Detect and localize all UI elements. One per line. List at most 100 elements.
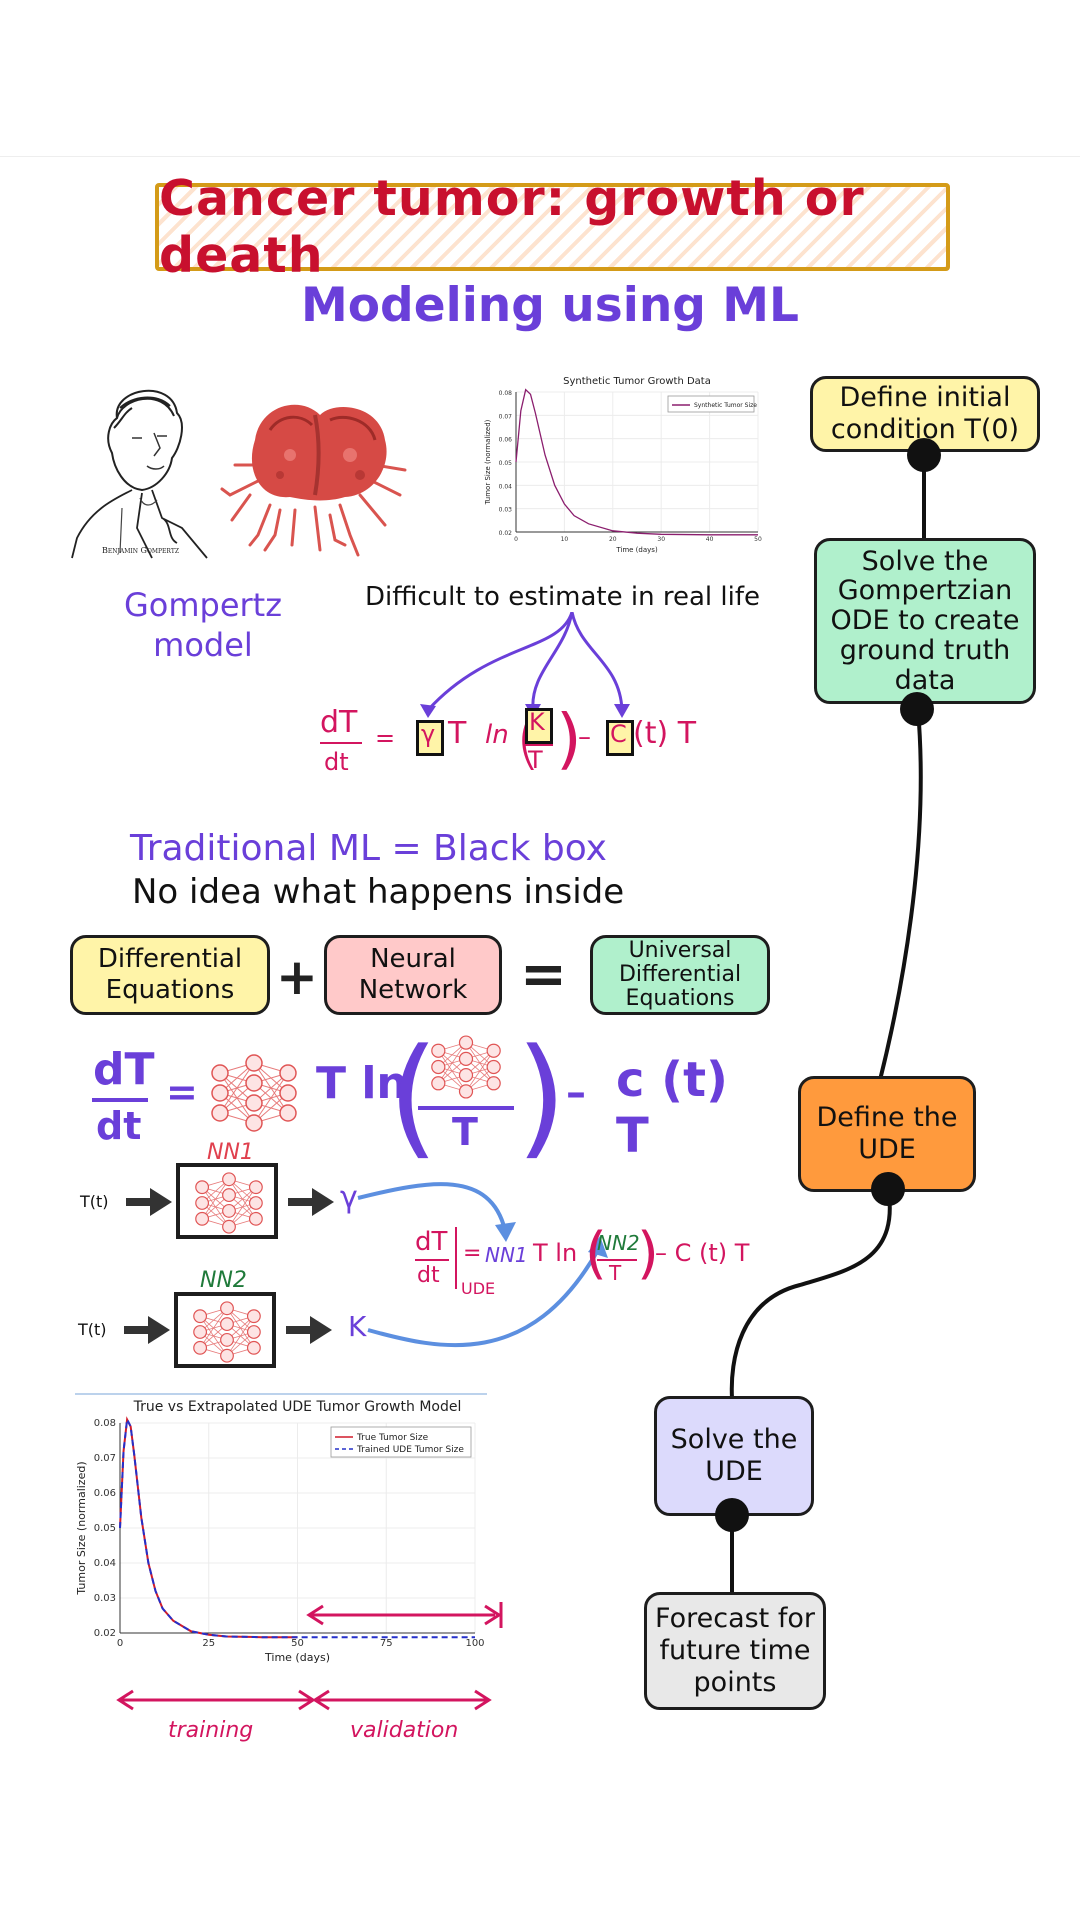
nn2-output: K (348, 1310, 367, 1343)
top-divider (0, 156, 1080, 157)
flow-step-solve-ode: Solve the Gompertzian ODE to create grou… (814, 538, 1036, 704)
differential-equations-box: Differential Equations (70, 935, 270, 1015)
flow-node-4 (715, 1498, 749, 1532)
flow5-line1: Forecast for (655, 1603, 815, 1635)
validation-label: validation (350, 1718, 459, 1743)
eq3-eval-bar (455, 1227, 457, 1289)
neural-network-box: Neural Network (324, 935, 502, 1015)
series-line (515, 388, 758, 536)
legend-label: Synthetic Tumor Size (694, 402, 757, 409)
eq2-ct: c (t) T (616, 1052, 728, 1164)
nn-node (246, 1340, 261, 1355)
x-tick-label: 30 (657, 536, 665, 543)
flow4-line2: UDE (705, 1456, 763, 1487)
nn-node (220, 1317, 234, 1332)
nn-node (431, 1043, 446, 1058)
nn2-label: NN2 (200, 1268, 247, 1293)
nn-node (248, 1196, 263, 1210)
legend-box (330, 1426, 472, 1458)
ude-line3: Equations (625, 986, 735, 1012)
nn-node (248, 1211, 263, 1226)
nn-node (458, 1084, 474, 1099)
difficult-label: Difficult to estimate in real life (365, 582, 760, 612)
nn-edge (199, 1308, 228, 1349)
flow2-line2: Gompertzian (837, 575, 1013, 607)
flow3-line2: UDE (858, 1134, 916, 1165)
nn-node (220, 1348, 234, 1363)
page-subtitle: Modeling using ML (301, 278, 799, 333)
training-label: training (168, 1718, 254, 1743)
eq3-dT: dT (415, 1227, 448, 1257)
page-title: Cancer tumor: growth or death (159, 170, 865, 284)
eq2-dT: dT (93, 1044, 155, 1095)
eq1-dT: dT (320, 705, 358, 740)
nn-node (195, 1196, 210, 1210)
nn-node (431, 1059, 446, 1075)
y-tick-label: 0.05 (499, 460, 513, 467)
nn-node (195, 1180, 210, 1195)
eq1-ln: ln (485, 720, 509, 750)
nn-node (486, 1076, 501, 1091)
flow2-line1: Solve the (861, 545, 989, 577)
x-axis-label: Time (days) (264, 1651, 330, 1664)
gompertz-label: Gompertz model (98, 585, 308, 665)
x-tick-label: 100 (465, 1638, 484, 1649)
ude-chart-svg: True vs Extrapolated UDE Tumor Growth Mo… (75, 1393, 487, 1664)
nn2-input-arrow (124, 1316, 170, 1344)
flow-node-1 (907, 438, 941, 472)
eq3-paren-right: ) (637, 1221, 659, 1286)
y-tick-label: 0.02 (499, 530, 513, 537)
training-validation-ranges (116, 1689, 492, 1711)
eq3-sub: UDE (461, 1279, 496, 1298)
eq1-T-den: T (528, 746, 543, 774)
eq1-gamma: γ (421, 720, 436, 748)
nn-node (222, 1203, 236, 1218)
nn-edge (437, 1042, 467, 1084)
eq1-paren-right: ) (556, 700, 582, 777)
nn-edge (226, 1315, 255, 1356)
nn-node (245, 1094, 263, 1112)
equation-gompertz: dT dt = γ T ln ( K T ) – C (t) T (320, 700, 730, 790)
nn-node (245, 1054, 263, 1072)
eq2-T-den: T (452, 1110, 478, 1154)
flow-step-forecast: Forecast for future time points (644, 1592, 826, 1710)
nn-node (486, 1043, 501, 1058)
eq1-dt: dt (324, 748, 349, 776)
x-tick-label: 0 (514, 536, 518, 543)
nn-node (222, 1188, 236, 1203)
y-tick-label: 0.07 (499, 413, 513, 420)
eq1-C: C (610, 720, 627, 748)
eq1-ct: (t) T (633, 716, 697, 751)
y-axis-label: Tumor Size (normalized) (484, 419, 492, 505)
ude-line2: Differential (618, 961, 742, 987)
eq2-nn-right-icon (431, 1035, 501, 1099)
flow-step-define-ude: Define the UDE (798, 1076, 976, 1192)
x-axis-label: Time (days) (615, 546, 658, 554)
flow5-line2: future time (659, 1635, 811, 1667)
eq3-Tln: T ln (533, 1239, 578, 1267)
eq2-dt: dt (96, 1104, 142, 1148)
flow-node-2 (900, 692, 934, 726)
equation-ude-big: dT dt = T ln ( T ) – c (t) T (88, 1020, 768, 1172)
gompertz-label-line1: Gompertz (123, 586, 283, 624)
eq3-paren-left: ( (585, 1221, 607, 1286)
eq1-fraction-bar (320, 742, 362, 744)
nn-node (245, 1114, 263, 1132)
eq3-fraction-bar (415, 1259, 449, 1261)
eq1-T: T (448, 716, 467, 751)
y-tick-label: 0.02 (94, 1628, 116, 1639)
y-tick-label: 0.04 (94, 1558, 116, 1569)
flow-node-3 (871, 1172, 905, 1206)
eq3-inner-bar (597, 1259, 637, 1261)
nn2-network-icon (193, 1301, 261, 1363)
y-tick-label: 0.05 (94, 1523, 116, 1534)
nn-node (279, 1084, 297, 1102)
y-tick-label: 0.07 (94, 1453, 116, 1464)
plus-sign: + (276, 948, 318, 1006)
nn-edge (219, 1062, 255, 1114)
series-line (119, 1416, 475, 1639)
eq2-Tln: T ln (316, 1058, 408, 1109)
nn-node (193, 1340, 208, 1355)
nn-edge (465, 1050, 495, 1092)
